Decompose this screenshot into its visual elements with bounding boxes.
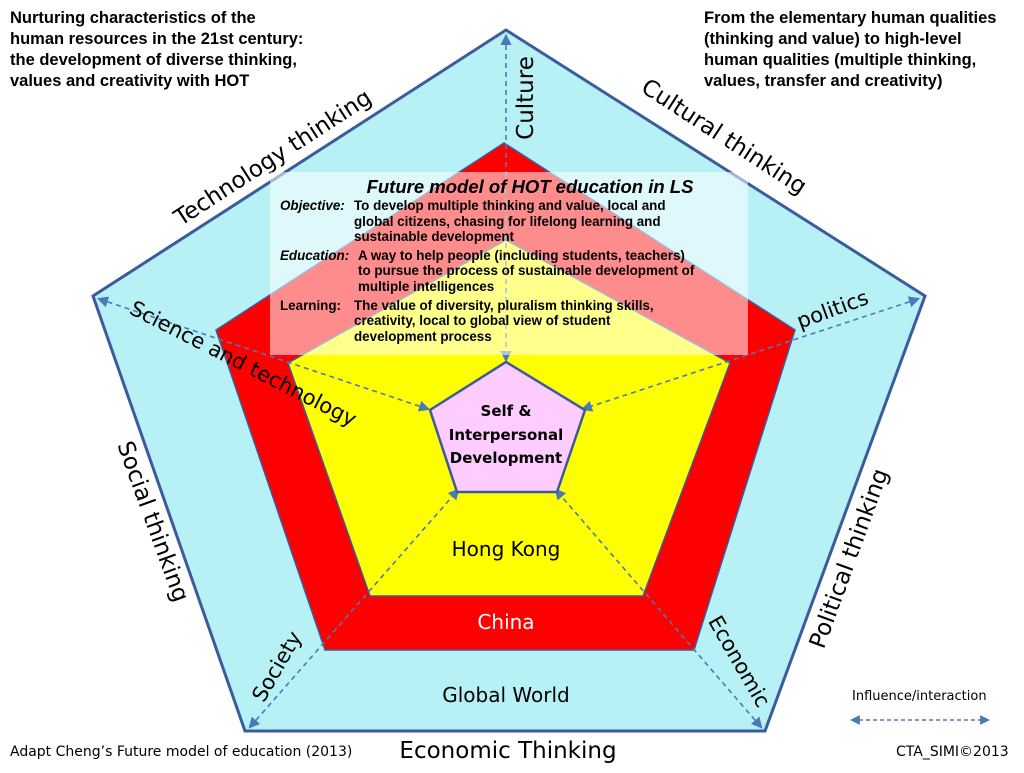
- note-top-right: From the elementary human qualities (thi…: [704, 9, 997, 90]
- education-entry: Education: A way to help people (includi…: [280, 248, 740, 295]
- education-text: A way to help people (including students…: [358, 247, 695, 294]
- arrow-bottom-right: [554, 488, 763, 729]
- learning-label: Learning:: [280, 297, 342, 313]
- learning-text: The value of diversity, pluralism thinki…: [354, 297, 654, 344]
- culture-label: Culture: [513, 56, 539, 140]
- arrow-left: [96, 296, 431, 412]
- objective-label: Objective:: [280, 198, 345, 213]
- objective-box-title: Future model of HOT education in LS: [366, 176, 694, 197]
- economic-thinking-label: Economic Thinking: [399, 738, 616, 764]
- core-line-2: Interpersonal: [449, 426, 564, 444]
- learning-entry: Learning: The value of diversity, plural…: [280, 298, 740, 345]
- footer-citation: Adapt Cheng’s Future model of education …: [10, 744, 353, 760]
- note-top-left: Nurturing characteristics of the human r…: [10, 9, 304, 90]
- legend-label: Influence/interaction: [852, 689, 987, 704]
- arrow-right: [580, 296, 921, 412]
- objective-text: To develop multiple thinking and value, …: [354, 198, 666, 245]
- objective-box: Future model of HOT education in LS Obje…: [270, 172, 748, 355]
- education-label: Education:: [280, 247, 350, 263]
- core-line-1: Self &: [481, 402, 532, 420]
- china-label: China: [477, 610, 534, 634]
- core-pentagon: [428, 360, 587, 494]
- footer-copyright: CTA_SIMI©2013: [896, 744, 1009, 760]
- arrow-bottom-left: [248, 488, 460, 729]
- objective-entry: Objective: To develop multiple thinking …: [280, 198, 740, 245]
- core-line-3: Development: [450, 449, 562, 467]
- hong-kong-label: Hong Kong: [452, 537, 561, 561]
- global-world-label: Global World: [442, 683, 569, 707]
